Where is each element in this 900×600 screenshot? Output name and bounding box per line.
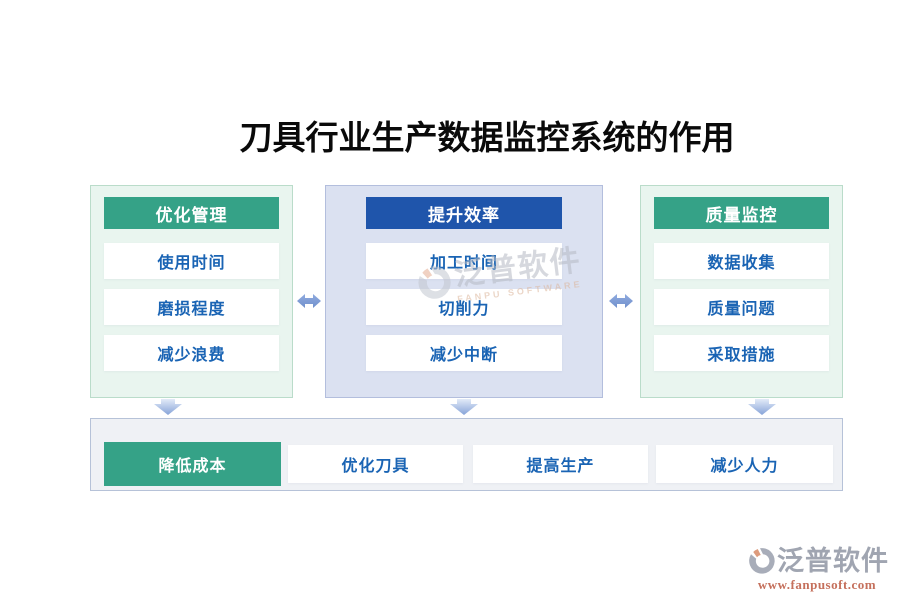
results-panel: 降低成本 优化刀具 提高生产 减少人力 — [90, 418, 843, 491]
down-arrow-icon — [151, 399, 185, 415]
diagram-node: 加工时间 — [366, 243, 562, 279]
diagram-node: 切削力 — [366, 289, 562, 325]
diagram-node: 使用时间 — [104, 243, 279, 279]
page-title: 刀具行业生产数据监控系统的作用 — [239, 121, 735, 157]
down-arrow-icon — [447, 399, 481, 415]
column-improve-efficiency: 提升效率 加工时间 切削力 减少中断 — [325, 185, 603, 398]
watermark-url-text: www.fanpusoft.com — [757, 577, 877, 592]
diagram-node: 减少中断 — [366, 335, 562, 371]
column-header-node: 提升效率 — [366, 197, 562, 229]
footer-watermark: 泛普软件 www.fanpusoft.com — [742, 546, 892, 593]
left-right-arrow-icon — [297, 292, 321, 310]
result-node: 降低成本 — [104, 442, 281, 486]
diagram-node: 质量问题 — [654, 289, 829, 325]
result-node: 提高生产 — [473, 445, 648, 483]
diagram-node: 数据收集 — [654, 243, 829, 279]
watermark-brand-text: 泛普软件 — [777, 545, 889, 576]
column-header-node: 优化管理 — [104, 197, 279, 229]
result-node: 减少人力 — [656, 445, 833, 483]
column-quality-monitoring: 质量监控 数据收集 质量问题 采取措施 — [640, 185, 843, 398]
fanpu-logo-icon — [745, 546, 775, 576]
down-arrow-icon — [745, 399, 779, 415]
diagram-node: 采取措施 — [654, 335, 829, 371]
diagram-node: 磨损程度 — [104, 289, 279, 325]
column-header-node: 质量监控 — [654, 197, 829, 229]
result-node: 优化刀具 — [288, 445, 463, 483]
diagram-node: 减少浪费 — [104, 335, 279, 371]
left-right-arrow-icon — [609, 292, 633, 310]
column-optimize-management: 优化管理 使用时间 磨损程度 减少浪费 — [90, 185, 293, 398]
